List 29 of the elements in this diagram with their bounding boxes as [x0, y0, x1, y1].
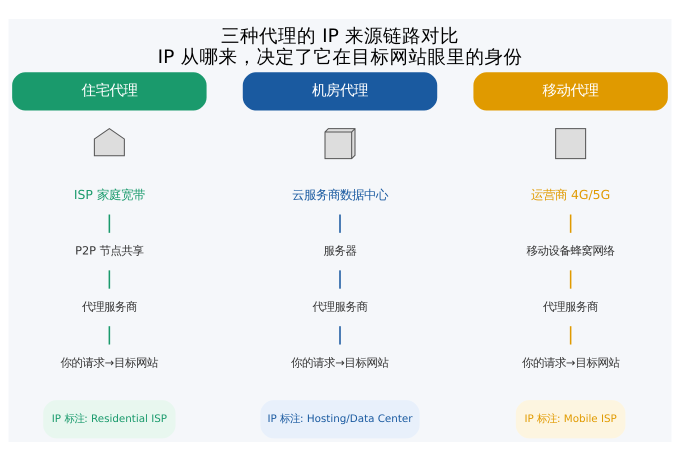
node-text: 代理服务商: [82, 298, 137, 313]
node-box: 移动代理: [473, 72, 668, 110]
connector: [339, 326, 341, 344]
caption: IP 从哪来，决定了它在目标网站眼里的身份: [158, 46, 522, 68]
connector: [339, 214, 341, 232]
node-box: 住宅代理: [12, 72, 207, 110]
node-phone: [555, 128, 586, 159]
node-text: 代理服务商: [312, 298, 368, 313]
node-text: 运营商 4G/5G: [531, 186, 610, 202]
connector: [570, 214, 572, 232]
node-house: [94, 128, 125, 156]
connector: [570, 326, 572, 344]
connector: [570, 270, 572, 288]
connector: [339, 270, 341, 288]
node-box: 机房代理: [242, 72, 438, 110]
node-text: 你的请求→目标网站: [291, 354, 389, 369]
connector: [108, 214, 110, 232]
node-text: 云服务商数据中心: [292, 186, 388, 202]
node-text: 移动设备蜂窝网络: [526, 243, 615, 258]
connector: [108, 326, 110, 344]
node-text: 服务器: [324, 243, 356, 258]
connector: [108, 270, 110, 288]
node-text: 你的请求→目标网站: [60, 354, 158, 369]
node-text: 代理服务商: [543, 298, 598, 313]
node-box: IP 标注: Mobile ISP: [516, 400, 626, 438]
node-text: ISP 家庭宽带: [74, 186, 145, 202]
node-text: 你的请求→目标网站: [522, 354, 620, 369]
diagram-title: 三种代理的 IP 来源链路对比: [221, 26, 459, 47]
node-text: P2P 节点共享: [75, 243, 144, 258]
